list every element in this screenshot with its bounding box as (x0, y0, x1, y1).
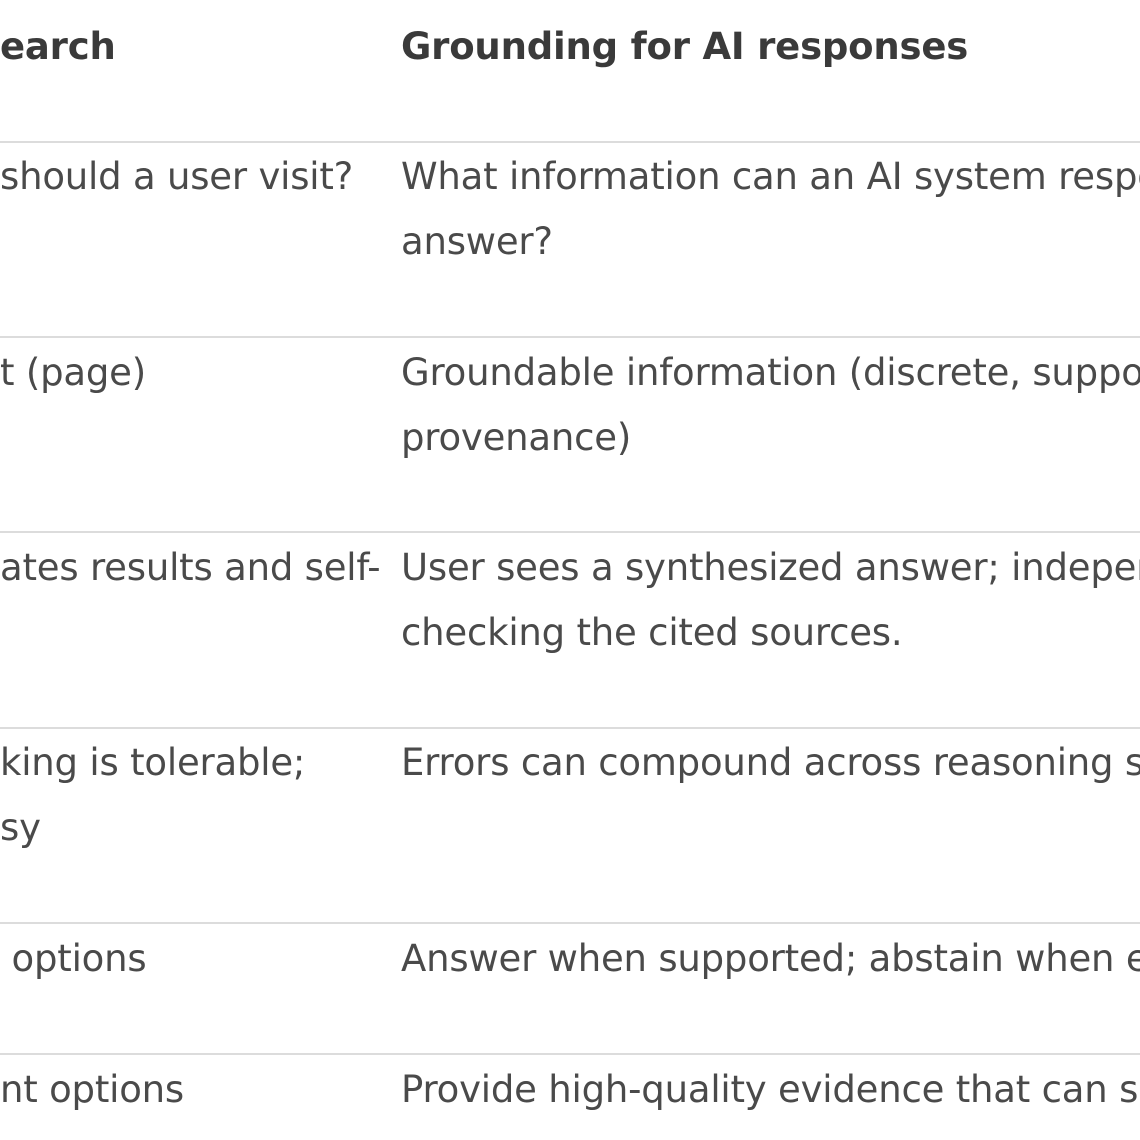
row-divider (0, 1053, 1140, 1055)
row2-col1-line1: t (page) (0, 351, 146, 394)
row-divider (0, 922, 1140, 924)
row4-col1-line2: sy (0, 806, 41, 849)
row3-col2-line2: checking the cited sources. (401, 611, 903, 654)
row1-col2-line1: What information can an AI system respo (401, 155, 1140, 198)
row3-col2-line1: User sees a synthesized answer; independ (401, 546, 1140, 589)
row5-col2-line1: Answer when supported; abstain when ev (401, 937, 1140, 980)
row2-col2-line2: provenance) (401, 416, 632, 459)
row1-col1-line1: should a user visit? (0, 155, 354, 198)
row5-col1-line1: options (0, 937, 147, 980)
row-divider (0, 531, 1140, 533)
header-col2: Grounding for AI responses (401, 25, 969, 68)
row-divider (0, 727, 1140, 729)
row3-col1-line1: ates results and self- (0, 546, 381, 589)
row4-col2-line1: Errors can compound across reasoning st (401, 741, 1140, 784)
row1-col2-line2: answer? (401, 220, 553, 263)
header-col1: earch (0, 25, 116, 68)
row6-col2-line1: Provide high-quality evidence that can s… (401, 1068, 1140, 1111)
row-divider (0, 141, 1140, 143)
row4-col1-line1: king is tolerable; (0, 741, 306, 784)
row2-col2-line1: Groundable information (discrete, suppor (401, 351, 1140, 394)
row-divider (0, 336, 1140, 338)
row6-col1-line1: nt options (0, 1068, 184, 1111)
